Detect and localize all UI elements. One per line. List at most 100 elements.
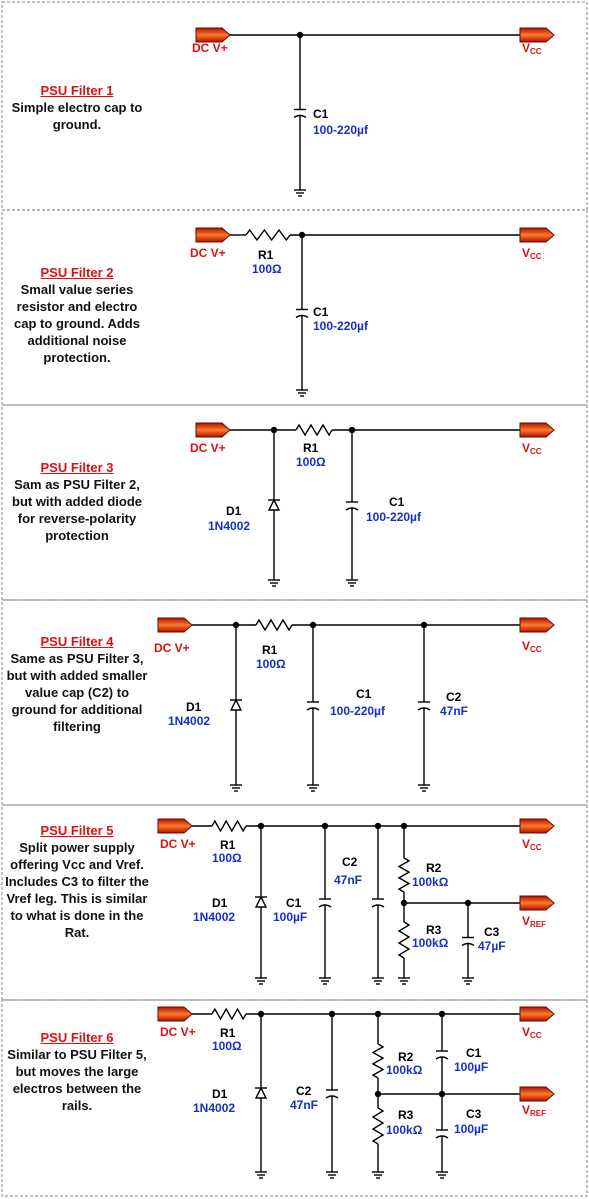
- panel-2-input-label: DC V+: [190, 246, 226, 260]
- panel-4-c1-ref: C1: [356, 687, 372, 701]
- panel-5-r1: [211, 819, 247, 833]
- panel-2-c1-ref: C1: [313, 305, 329, 319]
- panel-6-r3-value: 100kΩ: [386, 1123, 423, 1137]
- panel-2-r1-ref: R1: [258, 248, 274, 262]
- panel-5-r1-value: 100Ω: [212, 851, 242, 865]
- panel-6-output-connector: [519, 1006, 555, 1022]
- panel-4-input-label: DC V+: [154, 641, 190, 655]
- panel-1-description: PSU Filter 1 Simple electro cap to groun…: [4, 82, 150, 133]
- panel-1-body: Simple electro cap to ground.: [11, 100, 143, 132]
- panel-6-r2-ref: R2: [398, 1050, 414, 1064]
- panel-6-r1-value: 100Ω: [212, 1039, 242, 1053]
- panel-3-c1-ref: C1: [389, 495, 405, 509]
- panel-5-d1: [254, 895, 268, 908]
- panel-4-output-label: VCC: [522, 639, 542, 654]
- panel-6-d1-value: 1N4002: [193, 1101, 235, 1115]
- panel-4-r1: [255, 618, 293, 632]
- panel-5-r2-value: 100kΩ: [412, 875, 449, 889]
- panel-3-r1: [295, 423, 333, 437]
- panel-5-c3-value: 47µF: [478, 939, 506, 953]
- panel-6-input-connector: [157, 1006, 193, 1022]
- panel-4-d1-ref: D1: [186, 700, 202, 714]
- panel-6-r3-ref: R3: [398, 1108, 414, 1122]
- panel-4-c1-value: 100-220µf: [330, 704, 386, 718]
- panel-4-d1-value: 1N4002: [168, 714, 210, 728]
- panel-3-input-label: DC V+: [190, 441, 226, 455]
- panel-5-c2-value: 47nF: [334, 873, 362, 887]
- panel-6-c1-ref: C1: [466, 1046, 482, 1060]
- panel-2-body: Small value series resistor and electro …: [14, 282, 140, 365]
- panel-1-output-label: VCC: [522, 41, 542, 56]
- panel-3-d1: [267, 498, 281, 511]
- panel-4-description: PSU Filter 4 Same as PSU Filter 3, but w…: [4, 633, 150, 735]
- panel-border: [1, 999, 588, 1197]
- panel-3-c1-value: 100-220µf: [366, 510, 422, 524]
- panel-1-input-connector: [195, 27, 231, 43]
- panel-4-body: Same as PSU Filter 3, but with added sma…: [6, 651, 148, 734]
- panel-3-d1-value: 1N4002: [208, 519, 250, 533]
- panel-4-d1: [229, 698, 243, 711]
- panel-5-vref-connector: [519, 895, 555, 911]
- panel-3-description: PSU Filter 3 Sam as PSU Filter 2, but wi…: [4, 459, 150, 544]
- panel-2-c1-value: 100-220µf: [313, 319, 369, 333]
- panel-5-output-label: VCC: [522, 837, 542, 852]
- panel-5-description: PSU Filter 5 Split power supply offering…: [4, 822, 150, 941]
- panel-5-c1-ref: C1: [286, 896, 302, 910]
- panel-2-input-connector: [195, 227, 231, 243]
- panel-6-r2-value: 100kΩ: [386, 1063, 423, 1077]
- panel-6-d1: [254, 1086, 268, 1099]
- panel-6-r2: [371, 1043, 385, 1079]
- panel-5-c1-value: 100µF: [273, 910, 307, 924]
- panel-5-d1-ref: D1: [212, 896, 228, 910]
- panel-6-vref-label: VREF: [522, 1103, 546, 1118]
- panel-4-r1-ref: R1: [262, 643, 278, 657]
- panel-6-r1-ref: R1: [220, 1026, 236, 1040]
- panel-5-d1-value: 1N4002: [193, 910, 235, 924]
- panel-2-title: PSU Filter 2: [40, 265, 114, 280]
- panel-6-input-label: DC V+: [160, 1025, 196, 1039]
- panel-4-title: PSU Filter 4: [40, 634, 114, 649]
- panel-1-c1-value: 100-220µf: [313, 123, 369, 137]
- panel-4-c2-ref: C2: [446, 690, 462, 704]
- panel-5-r2-ref: R2: [426, 861, 442, 875]
- panel-3-output-label: VCC: [522, 441, 542, 456]
- panel-5-r3-ref: R3: [426, 923, 442, 937]
- panel-5-body: Split power supply offering Vcc and Vref…: [5, 840, 149, 940]
- panel-6-title: PSU Filter 6: [40, 1030, 114, 1045]
- panel-4-output-connector: [519, 617, 555, 633]
- panel-2-description: PSU Filter 2 Small value series resistor…: [4, 264, 150, 366]
- panel-5-r3-value: 100kΩ: [412, 936, 449, 950]
- panel-3-r1-ref: R1: [303, 441, 319, 455]
- panel-5-c3-ref: C3: [484, 925, 500, 939]
- panel-3-output-connector: [519, 422, 555, 438]
- panel-4-input-connector: [157, 617, 193, 633]
- panel-6-vref-connector: [519, 1086, 555, 1102]
- panel-1-c1-ref: C1: [313, 107, 329, 121]
- panel-3-title: PSU Filter 3: [40, 460, 114, 475]
- panel-2-output-label: VCC: [522, 246, 542, 261]
- panel-5-c2-ref: C2: [342, 855, 358, 869]
- panel-4-r1-value: 100Ω: [256, 657, 286, 671]
- panel-6-c3-ref: C3: [466, 1107, 482, 1121]
- panel-6-c2-value: 47nF: [290, 1098, 318, 1112]
- panel-6-description: PSU Filter 6 Similar to PSU Filter 5, bu…: [4, 1029, 150, 1114]
- panel-1-title: PSU Filter 1: [40, 83, 114, 98]
- panel-3-d1-ref: D1: [226, 504, 242, 518]
- panel-5-input-label: DC V+: [160, 837, 196, 851]
- panel-6-r3: [371, 1107, 385, 1145]
- panel-5-input-connector: [157, 818, 193, 834]
- panel-3-input-connector: [195, 422, 231, 438]
- panel-6-c3-value: 100µF: [454, 1122, 488, 1136]
- panel-5-r1-ref: R1: [220, 838, 236, 852]
- panel-2-output-connector: [519, 227, 555, 243]
- panel-5-vref-label: VREF: [522, 914, 546, 929]
- panel-5-output-connector: [519, 818, 555, 834]
- panel-4-c2-value: 47nF: [440, 704, 468, 718]
- panel-6-output-label: VCC: [522, 1025, 542, 1040]
- panel-3-r1-value: 100Ω: [296, 455, 326, 469]
- panel-6-body: Similar to PSU Filter 5, but moves the l…: [7, 1047, 147, 1113]
- panel-1-input-label: DC V+: [192, 41, 228, 55]
- panel-5-title: PSU Filter 5: [40, 823, 114, 838]
